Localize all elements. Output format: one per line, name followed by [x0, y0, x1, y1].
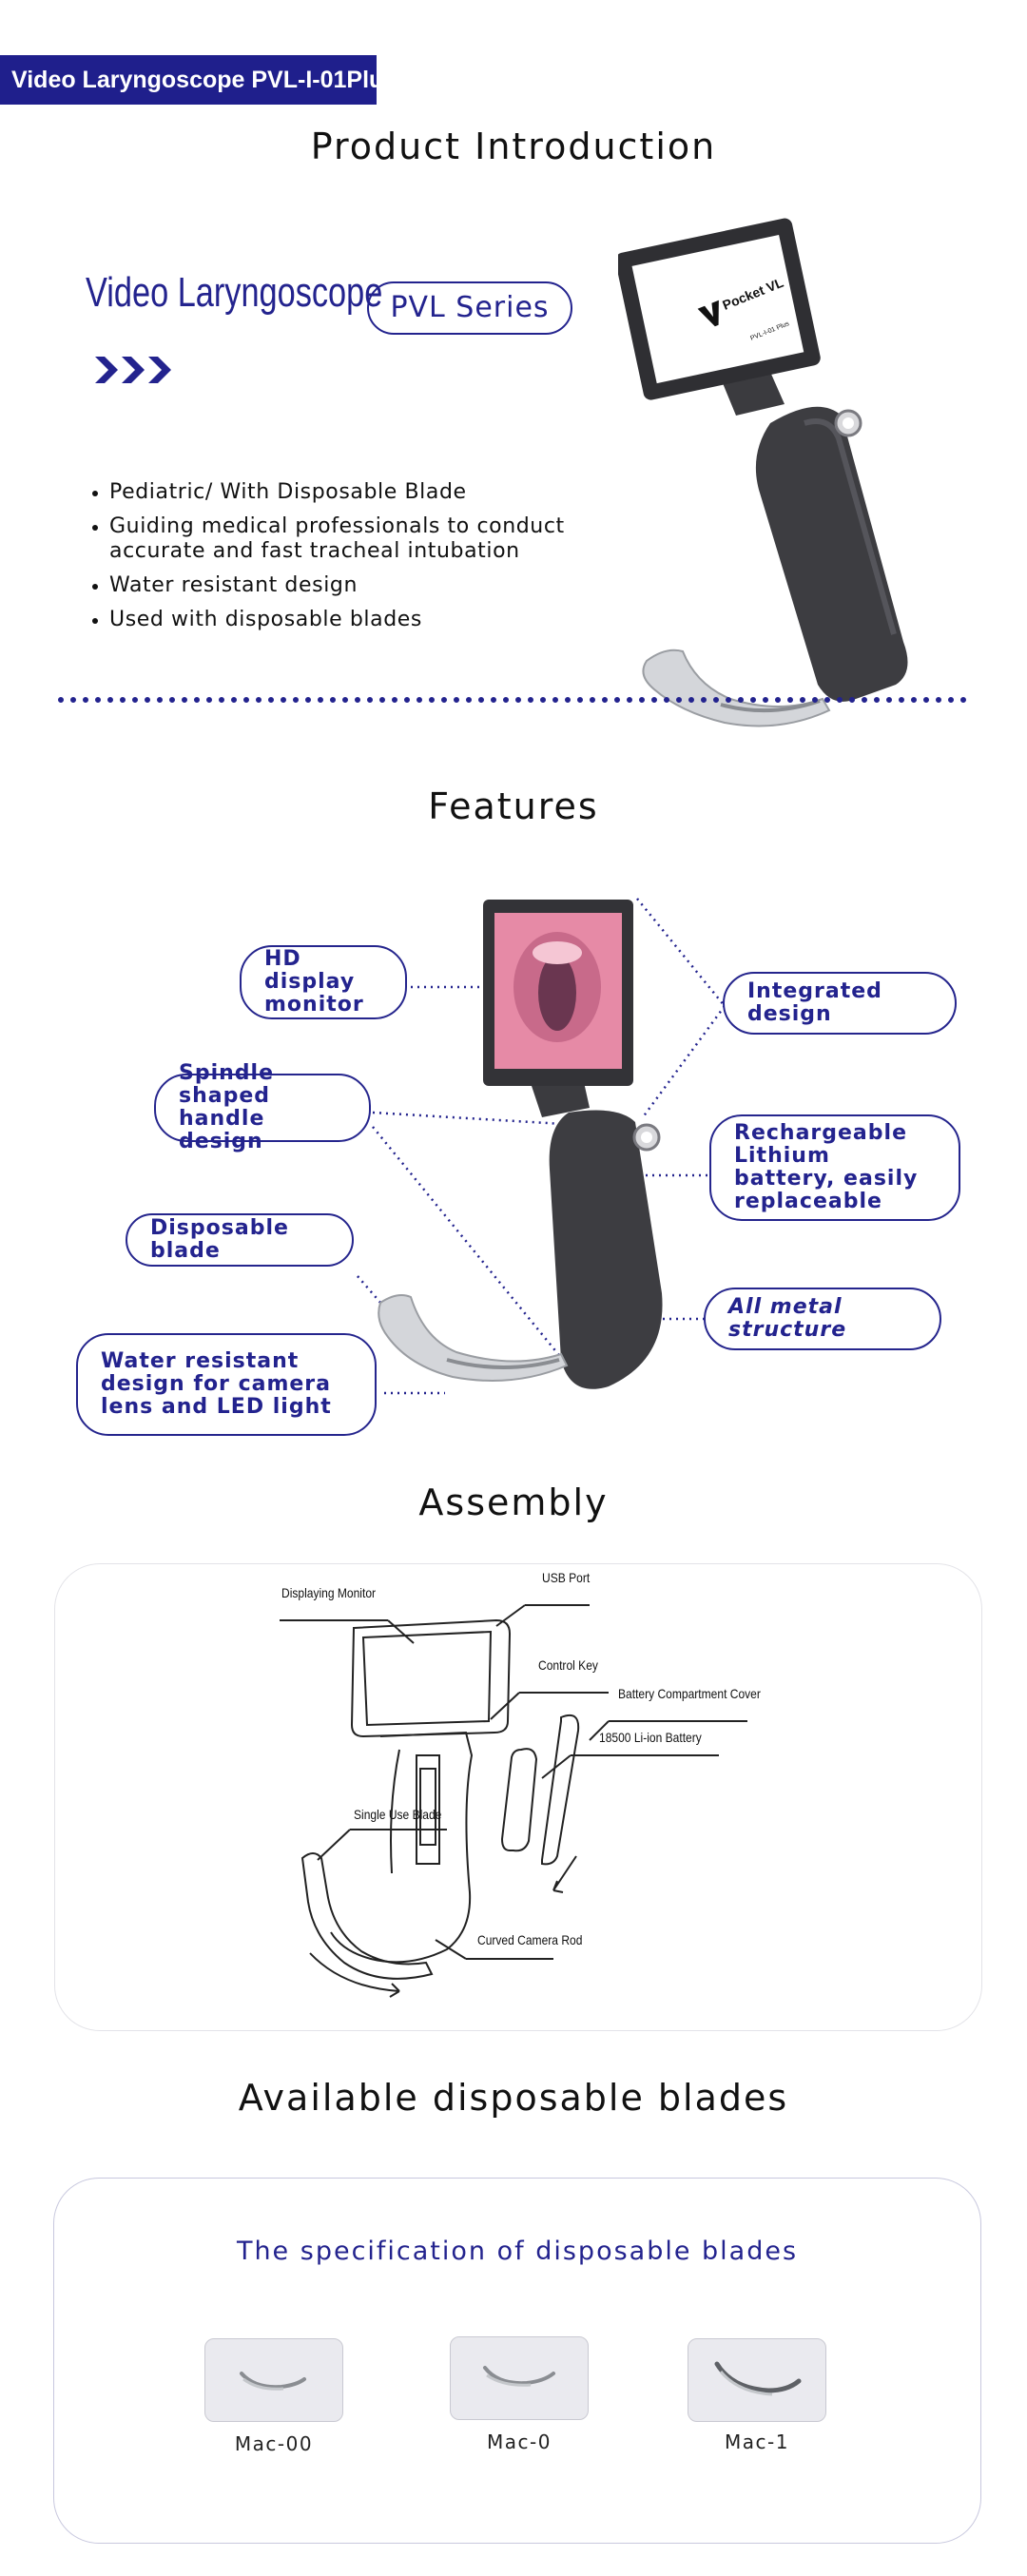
brand-name: Video Laryngoscope — [86, 269, 383, 316]
features-diagram — [357, 898, 727, 1395]
bullet-item: Water resistant design — [90, 573, 623, 598]
blade-label: Mac-0 — [487, 2431, 552, 2453]
dotted-divider — [58, 697, 979, 703]
callout-battery-cover: Battery Compartment Cover — [618, 1686, 761, 1701]
intro-bullets: Pediatric/ With Disposable Blade Guiding… — [90, 480, 623, 642]
feature-label: Spindle shaped handle design — [179, 1061, 275, 1153]
callout-control-key: Control Key — [538, 1657, 598, 1673]
blade-label: Mac-00 — [234, 2432, 314, 2455]
feature-metal-structure: All metal structure — [704, 1288, 941, 1350]
bullet-item: Used with disposable blades — [90, 608, 623, 632]
feature-disposable-blade: Disposable blade — [126, 1213, 354, 1267]
bullet-item: Pediatric/ With Disposable Blade — [90, 480, 623, 505]
blade-label: Mac-1 — [725, 2431, 789, 2453]
feature-spindle-handle: Spindle shaped handle design — [154, 1062, 371, 1153]
feature-label: Water resistant design for camera lens a… — [101, 1349, 332, 1419]
blade-thumbnail — [450, 2336, 589, 2420]
feature-battery: Rechargeable Lithium battery, easily rep… — [709, 1114, 960, 1221]
callout-camera-rod: Curved Camera Rod — [477, 1932, 583, 1947]
blade-thumbnail — [688, 2338, 826, 2422]
feature-integrated-design: Integrated design — [723, 972, 957, 1035]
blade-thumbnail — [204, 2338, 343, 2422]
feature-water-resistant: Water resistant design for camera lens a… — [76, 1333, 377, 1436]
callout-battery: 18500 Li-ion Battery — [599, 1730, 702, 1745]
product-tag: Video Laryngoscope PVL-I-01Plus — [0, 55, 397, 105]
intro-title: Product Introduction — [310, 126, 717, 167]
assembly-diagram — [280, 1604, 747, 1998]
feature-label: HD display monitor — [264, 947, 364, 1017]
feature-label: Rechargeable Lithium battery, easily rep… — [734, 1121, 919, 1213]
feature-label: Disposable blade — [150, 1216, 289, 1263]
callout-single-use-blade: Single Use Blade — [354, 1807, 442, 1822]
feature-label: Integrated design — [747, 979, 882, 1026]
bullet-item: Guiding medical professionals to conduct… — [90, 514, 623, 564]
chevrons-icon — [95, 357, 171, 383]
callout-monitor: Displaying Monitor — [281, 1585, 377, 1600]
callout-usb: USB Port — [542, 1570, 591, 1585]
assembly-title: Assembly — [418, 1482, 609, 1523]
blade-icon — [714, 2361, 802, 2396]
feature-label: All metal structure — [728, 1295, 847, 1342]
blades-title: Available disposable blades — [238, 2077, 789, 2119]
assembly-card — [54, 1563, 982, 2031]
spec-title: The specification of disposable blades — [236, 2237, 799, 2266]
features-title: Features — [428, 785, 599, 827]
blade-icon — [240, 2372, 306, 2391]
blade-icon — [483, 2366, 555, 2387]
laryngoscope-image: Pocket VL PVL-I-01 Plus — [618, 218, 908, 727]
series-badge: PVL Series — [367, 281, 572, 335]
feature-hd-display: HD display monitor — [240, 945, 407, 1019]
